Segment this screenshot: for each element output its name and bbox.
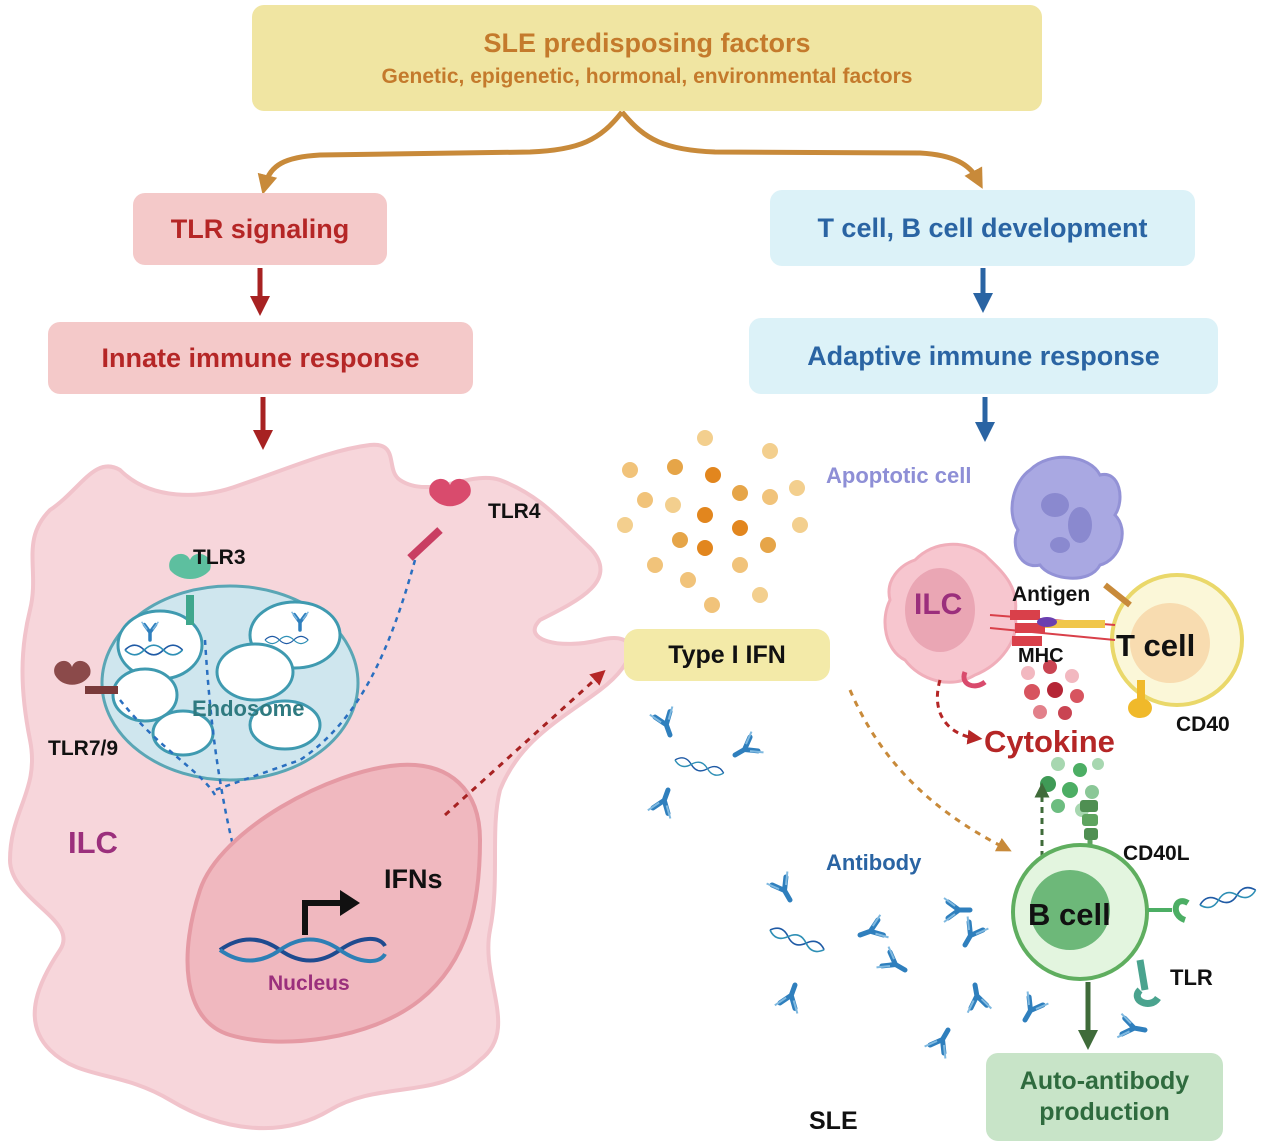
- tb-cell-development-box: T cell, B cell development: [770, 190, 1195, 266]
- innate-immune-response-box: Innate immune response: [48, 322, 473, 394]
- auto-antibody-production-box: Auto-antibody production: [986, 1053, 1223, 1141]
- tcr-receptor-icon: [1128, 680, 1152, 718]
- tcell-label: T cell: [1116, 628, 1196, 663]
- antibody-dna: [767, 924, 827, 956]
- predisposing-factors-title: SLE predisposing factors: [483, 27, 811, 58]
- apoptotic-fragment: [1068, 507, 1092, 543]
- complex-antibody: [729, 732, 764, 766]
- complex-antibody: [650, 706, 681, 739]
- antibody: [944, 898, 970, 922]
- antibody: [925, 1024, 959, 1059]
- antibody: [767, 871, 801, 906]
- mhc-antigen-complex: [989, 582, 1132, 646]
- antibody: [856, 915, 889, 946]
- complex-dna: [673, 755, 726, 778]
- gene-dna-icon: [218, 937, 387, 963]
- dotted-tlr4-path: [214, 559, 417, 792]
- apoptotic-fragment: [1050, 537, 1070, 553]
- mhc-label: MHC: [1018, 645, 1064, 667]
- tlr3-receptor-icon: [169, 553, 211, 625]
- apoptotic-fragment: [1041, 493, 1069, 517]
- adaptive-ilc-nucleus: [905, 568, 975, 652]
- transcription-arrow-icon: [302, 900, 345, 935]
- bcell-receptor-icon: [1172, 898, 1190, 923]
- cd40-label: CD40: [1176, 713, 1230, 736]
- antigen-peptide: [1037, 617, 1057, 627]
- antibody: [1117, 1014, 1147, 1042]
- ifn-to-bcell-arrow: [848, 689, 1012, 852]
- tcell-nucleus: [1130, 603, 1210, 683]
- antibody-label: Antibody: [826, 850, 922, 875]
- antigen-label: Antigen: [1012, 583, 1091, 606]
- nucleus-label: Nucleus: [268, 972, 350, 995]
- tlr3-label: TLR3: [193, 546, 246, 569]
- sle-label: SLE: [809, 1107, 858, 1135]
- bcell-tlr-icon: [1133, 959, 1161, 1007]
- split-arrow-right: [620, 110, 983, 189]
- dotted-tlr79-path: [119, 699, 217, 796]
- innate-ilc-label: ILC: [68, 825, 118, 860]
- tlr79-label: TLR7/9: [48, 737, 119, 760]
- antibody: [963, 983, 991, 1013]
- ilc-receptor-icon: [961, 671, 987, 689]
- antibody: [775, 981, 806, 1014]
- bcell-dna: [1197, 884, 1258, 911]
- tlr4-receptor-icon: [407, 478, 471, 561]
- antibody: [876, 947, 911, 981]
- ilc-to-cytokine-arrow: [935, 679, 983, 745]
- predisposing-factors-box: SLE predisposing factors Genetic, epigen…: [252, 5, 1042, 111]
- dotted-endosome-to-nucleus: [203, 639, 259, 928]
- endosome-label: Endosome: [192, 696, 305, 721]
- type-i-ifn-box: Type I IFN: [624, 629, 830, 681]
- cytokine-label: Cytokine: [984, 724, 1115, 759]
- bcell-cytokine-molecules: [1040, 757, 1104, 817]
- antibody: [1015, 991, 1049, 1026]
- type-i-ifn-molecules: [617, 430, 808, 613]
- predisposing-factors-subtitle: Genetic, epigenetic, hormonal, environme…: [381, 64, 913, 88]
- adaptive-immune-response-box: Adaptive immune response: [749, 318, 1218, 394]
- ifns-label: IFNs: [384, 864, 443, 894]
- complex-antibody: [648, 786, 679, 819]
- tlr79-receptor-icon: [54, 660, 118, 694]
- apoptotic-cell-label: Apoptotic cell: [826, 463, 972, 488]
- bcell-nucleus: [1030, 870, 1110, 950]
- tlr4-label: TLR4: [488, 500, 541, 523]
- antibody: [955, 916, 989, 951]
- vesicle: [215, 642, 295, 702]
- split-arrow-left: [257, 110, 624, 195]
- apoptotic-cell: [1010, 455, 1124, 580]
- transcription-arrowhead: [340, 890, 360, 916]
- vesicle: [111, 667, 179, 723]
- cd40l-label: CD40L: [1123, 842, 1190, 865]
- adaptive-ilc-label: ILC: [914, 588, 963, 621]
- tlr-signaling-box: TLR signaling: [133, 193, 387, 265]
- bcell-tlr-label: TLR: [1170, 965, 1213, 990]
- vesicle: [248, 699, 322, 751]
- bcell-label: B cell: [1028, 897, 1111, 932]
- cytokine-molecules: [1021, 660, 1084, 720]
